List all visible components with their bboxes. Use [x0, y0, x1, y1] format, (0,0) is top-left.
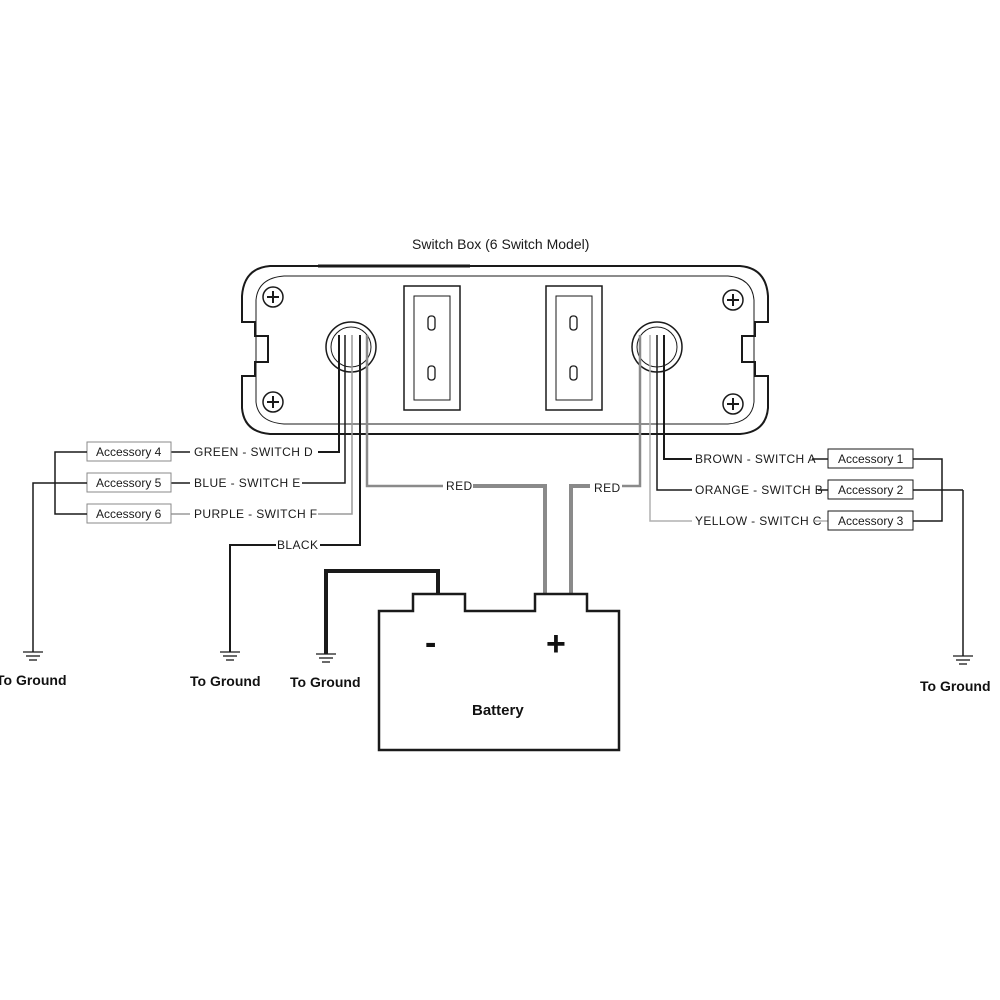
accessory-6-label: Accessory 6 [96, 507, 162, 521]
left-accessories: Accessory 4 Accessory 5 Accessory 6 [32, 441, 190, 652]
purple-switch-f-label: PURPLE - SWITCH F [194, 507, 317, 521]
green-wire [318, 335, 340, 453]
battery-outline [377, 592, 621, 752]
rocker-switch-left [403, 285, 461, 411]
rocker-switch-right [545, 285, 603, 411]
yellow-wire [649, 335, 692, 522]
red-wire-left [365, 335, 443, 488]
diagram-title: Switch Box (6 Switch Model) [412, 236, 589, 252]
ground-label-3: To Ground [290, 674, 361, 690]
switch-box [241, 264, 769, 435]
right-wires [569, 335, 692, 594]
accessory-5-label: Accessory 5 [96, 476, 162, 490]
ground-icon [23, 651, 43, 661]
blue-wire [302, 335, 346, 484]
ground-icon [220, 651, 240, 661]
right-accessories: Accessory 1 Accessory 2 Accessory 3 [812, 448, 964, 656]
black-wire-label: BLACK [277, 538, 318, 552]
battery-positive-sign: + [546, 625, 566, 663]
left-wires [229, 335, 547, 652]
ground-icon [316, 653, 336, 663]
screw-icon [262, 286, 284, 308]
yellow-switch-c-label: YELLOW - SWITCH C [695, 514, 822, 528]
ground-label-4: To Ground [920, 678, 991, 694]
red-wire-left-battery [473, 484, 547, 594]
black-wire-ground [229, 544, 276, 652]
red-right-label: RED [594, 481, 621, 495]
screw-icon [722, 289, 744, 311]
switch-box-inner-outline [255, 275, 755, 425]
accessory-1-label: Accessory 1 [838, 452, 904, 466]
orange-switch-b-label: ORANGE - SWITCH B [695, 483, 823, 497]
ground-label-1: To Ground [0, 672, 67, 688]
ground-icon [953, 655, 973, 665]
screw-icon [262, 391, 284, 413]
red-wire-right-battery [569, 484, 590, 594]
battery: - + Battery [377, 592, 621, 752]
green-switch-d-label: GREEN - SWITCH D [194, 445, 313, 459]
purple-wire [318, 335, 353, 515]
ground-label-2: To Ground [190, 673, 261, 689]
battery-label: Battery [472, 702, 524, 719]
battery-negative-wire [324, 569, 440, 654]
accessory-3-label: Accessory 3 [838, 514, 904, 528]
left-ground-wire [32, 482, 55, 652]
screw-icon [722, 393, 744, 415]
blue-switch-e-label: BLUE - SWITCH E [194, 476, 301, 490]
brown-wire [663, 335, 692, 460]
red-left-label: RED [446, 479, 473, 493]
orange-wire [656, 335, 692, 491]
switch-box-outline [241, 265, 769, 435]
left-grommet [325, 321, 377, 373]
battery-negative-sign: - [425, 624, 436, 662]
accessory-4-label: Accessory 4 [96, 445, 162, 459]
accessory-2-label: Accessory 2 [838, 483, 904, 497]
red-wire-right [622, 335, 642, 488]
black-wire [320, 335, 361, 546]
brown-switch-a-label: BROWN - SWITCH A [695, 452, 816, 466]
